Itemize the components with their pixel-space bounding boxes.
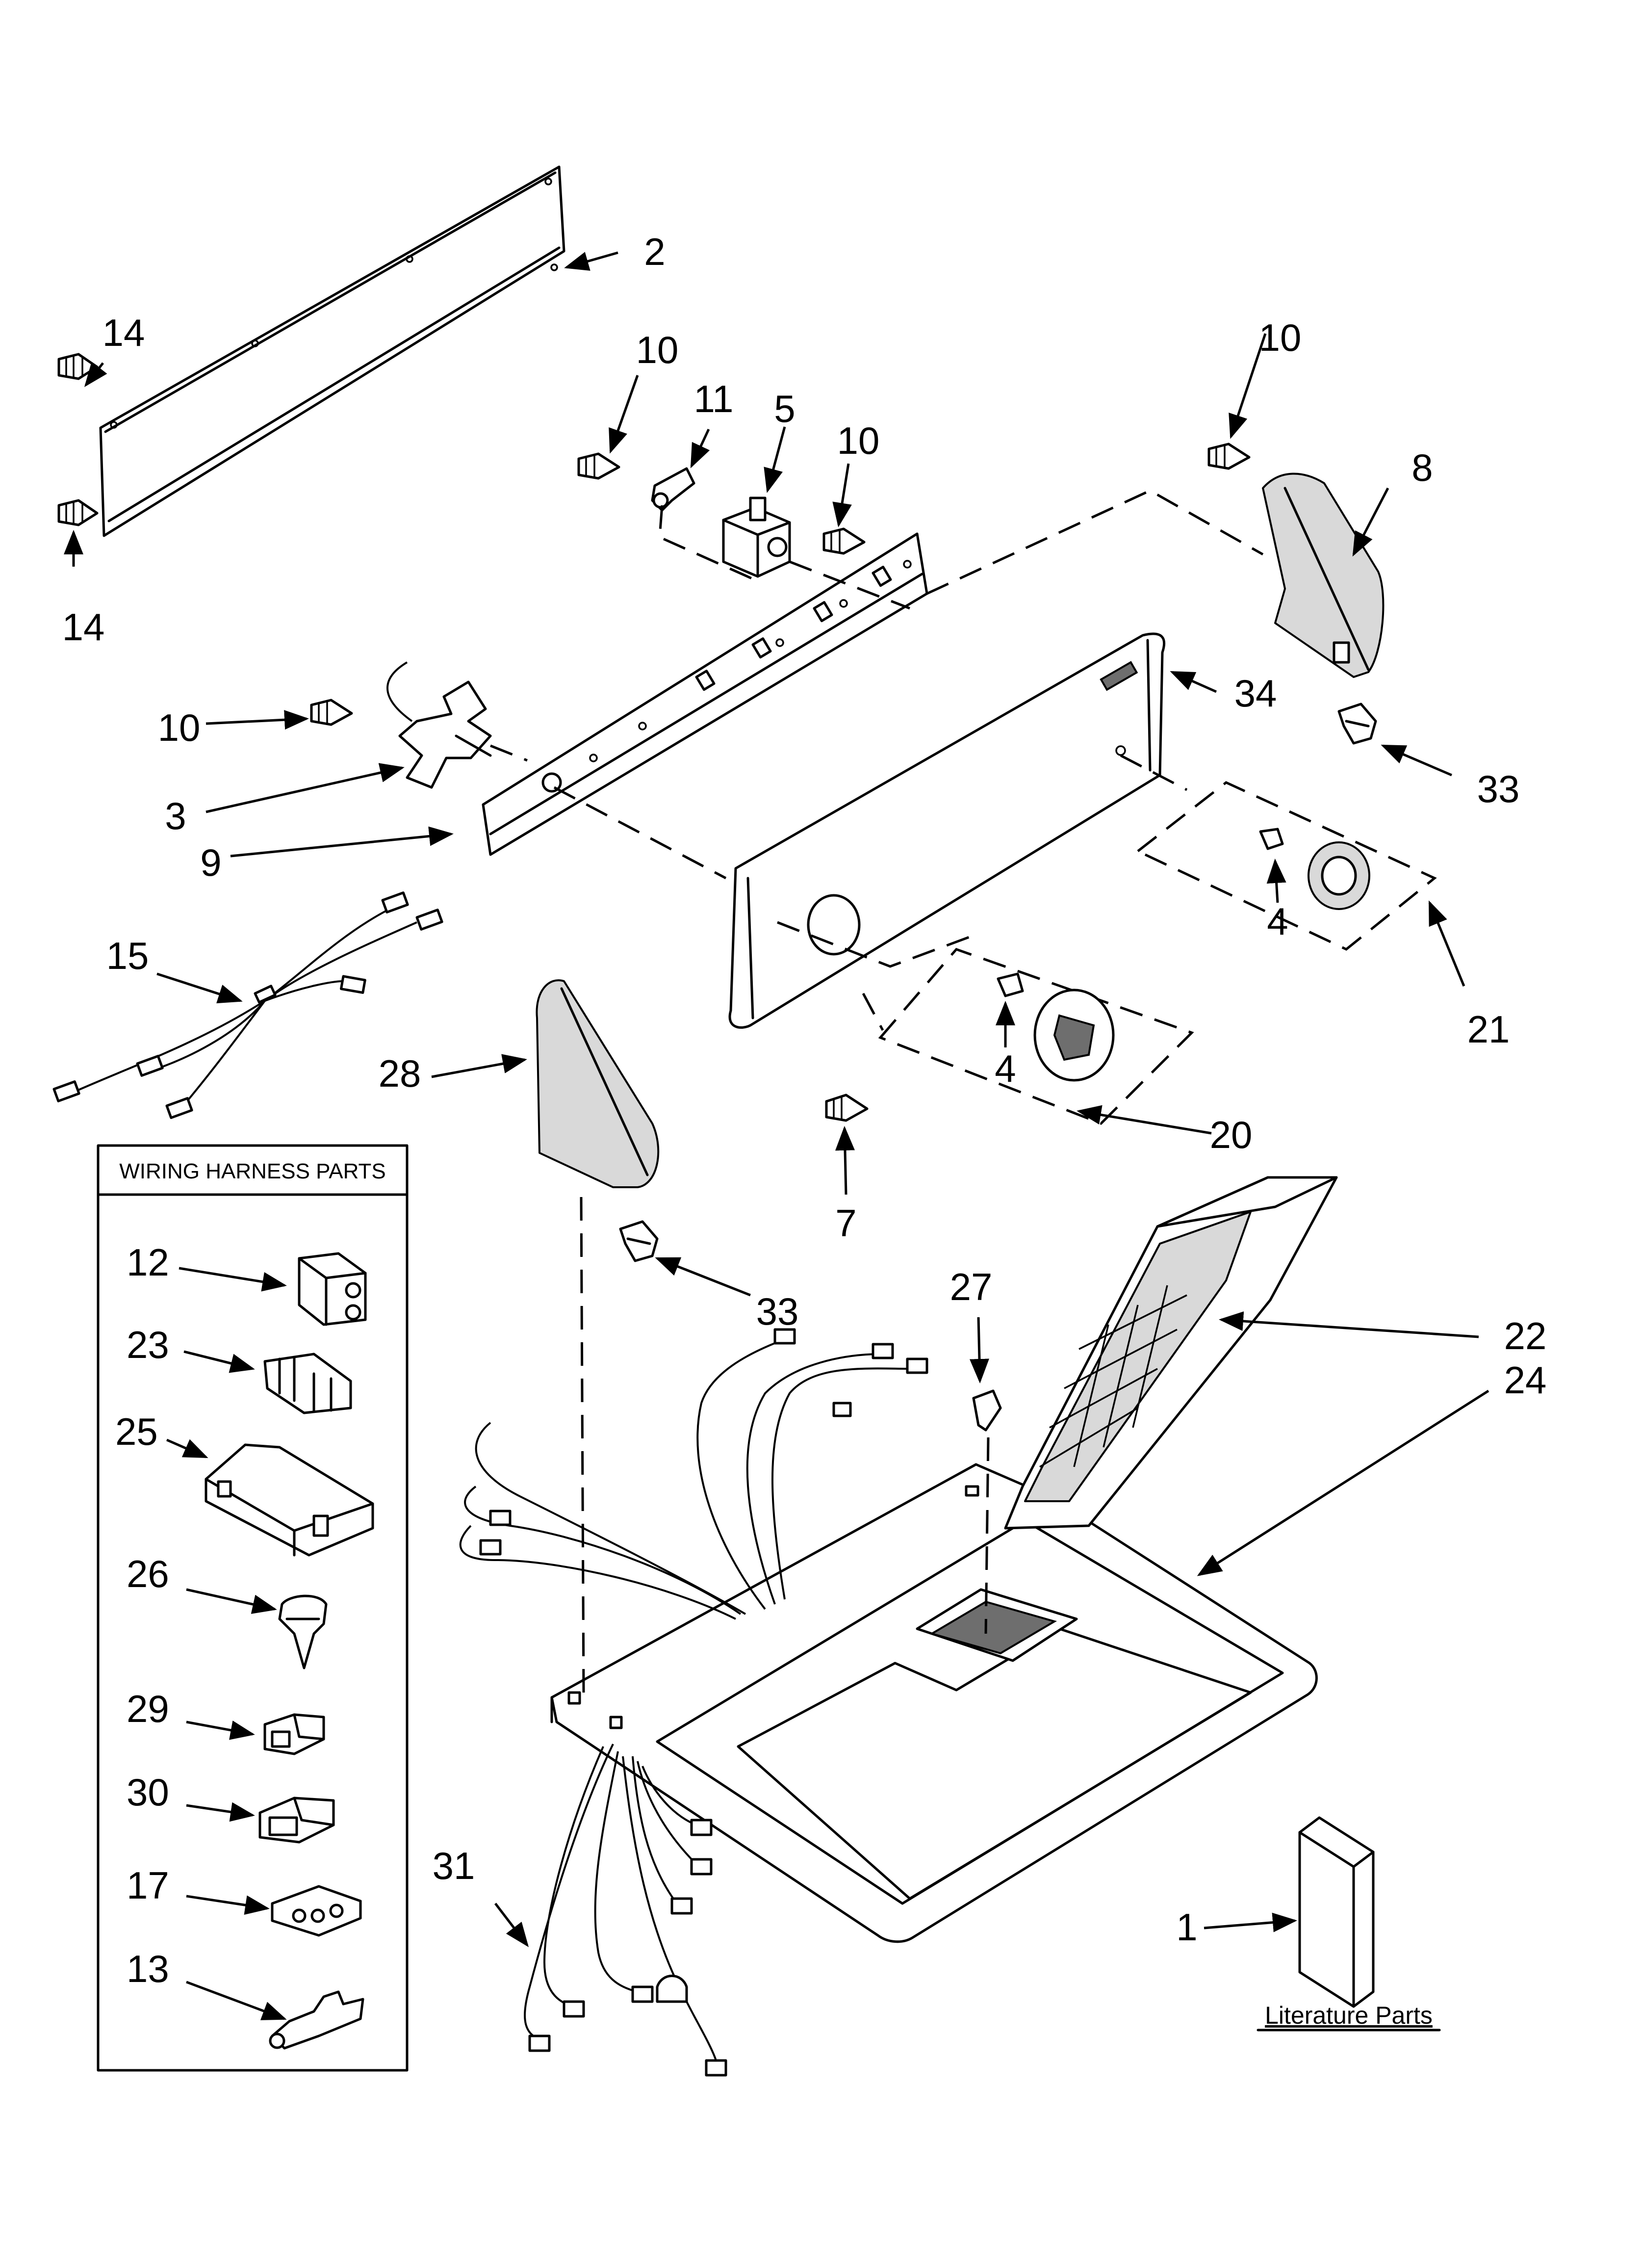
callout-3: 3 <box>165 794 186 837</box>
screw-27 <box>972 1389 1002 1432</box>
clip-33-lower <box>619 1220 659 1262</box>
end-cap-right-part <box>1262 472 1385 678</box>
callout-numbers: 2 14 14 10 11 5 10 10 8 10 3 9 34 33 15 … <box>62 230 1547 1949</box>
clip-11-part <box>651 467 695 512</box>
callout-2: 2 <box>644 230 665 273</box>
callout-28: 28 <box>379 1052 421 1095</box>
callout-1: 1 <box>1176 1905 1197 1949</box>
lint-screen-part <box>1004 1176 1338 1530</box>
switch-5-part <box>722 496 791 578</box>
callout-14-upper: 14 <box>103 311 145 354</box>
knob-assembly-21 <box>1135 781 1437 951</box>
harness-31-part <box>524 1744 727 2077</box>
top-panel-part <box>550 1463 1318 1943</box>
literature-parts-label: Literature Parts <box>1265 2002 1433 2029</box>
callout-4-left: 4 <box>995 1047 1016 1090</box>
callout-arrows <box>64 251 1489 1947</box>
callout-9: 9 <box>200 841 221 884</box>
knob-assembly-20 <box>878 948 1194 1125</box>
terminal-13 <box>269 1990 364 2050</box>
callout-22: 22 <box>1504 1314 1547 1357</box>
callout-10-a: 10 <box>636 328 679 371</box>
item-13-label: 13 <box>127 1947 169 1990</box>
item-30-label: 30 <box>127 1771 169 1814</box>
screw-14-lower <box>57 499 99 526</box>
item-25-label: 25 <box>115 1410 158 1453</box>
screw-10-c <box>1207 443 1251 470</box>
clip-33-upper <box>1337 703 1377 745</box>
item-23-label: 23 <box>127 1323 169 1366</box>
top-wires <box>459 1328 928 1620</box>
screw-10-d <box>310 699 353 726</box>
dashed-leaders <box>490 489 1264 1693</box>
callout-8: 8 <box>1411 446 1433 489</box>
screw-10-a <box>577 452 620 480</box>
control-bracket-part <box>482 532 928 856</box>
callout-15: 15 <box>106 934 149 977</box>
callout-10-d: 10 <box>158 706 201 749</box>
item-12-label: 12 <box>127 1241 169 1284</box>
connector-17 <box>271 1885 362 1937</box>
callout-5: 5 <box>774 387 795 430</box>
connector-12 <box>298 1252 367 1326</box>
callout-7: 7 <box>835 1201 856 1245</box>
callout-10-c: 10 <box>1259 316 1302 359</box>
item-26-label: 26 <box>127 1552 169 1595</box>
item-17-label: 17 <box>127 1864 169 1907</box>
connector-25 <box>205 1443 374 1557</box>
screw-7 <box>825 1094 869 1122</box>
callout-4-right: 4 <box>1267 900 1288 943</box>
callout-21: 21 <box>1467 1008 1510 1051</box>
connector-23 <box>263 1353 352 1414</box>
callout-33-upper: 33 <box>1477 767 1520 810</box>
callout-34: 34 <box>1234 672 1277 715</box>
callout-31: 31 <box>433 1844 475 1887</box>
timer-part <box>386 661 492 789</box>
callout-24: 24 <box>1504 1358 1547 1402</box>
literature-booklet <box>1298 1816 1375 2008</box>
screw-14-upper <box>57 353 99 380</box>
callout-11: 11 <box>694 377 734 420</box>
connector-29 <box>263 1713 325 1755</box>
console-part <box>728 632 1166 1029</box>
screw-10-b <box>822 527 866 555</box>
connector-30 <box>258 1797 335 1844</box>
callout-33-lower: 33 <box>756 1290 799 1333</box>
wiring-harness-parts-box: WIRING HARNESS PARTS 12 23 25 26 <box>97 1144 409 2072</box>
end-cap-left-part <box>536 979 660 1188</box>
callout-20: 20 <box>1210 1113 1253 1156</box>
callout-27: 27 <box>950 1265 993 1308</box>
rear-panel-part <box>99 165 565 537</box>
callout-14-lower: 14 <box>62 605 105 649</box>
terminal-26 <box>278 1594 328 1669</box>
callout-10-b: 10 <box>837 419 880 462</box>
item-29-label: 29 <box>127 1687 169 1730</box>
wiring-box-title: WIRING HARNESS PARTS <box>119 1159 386 1183</box>
harness-15-part <box>52 891 443 1119</box>
